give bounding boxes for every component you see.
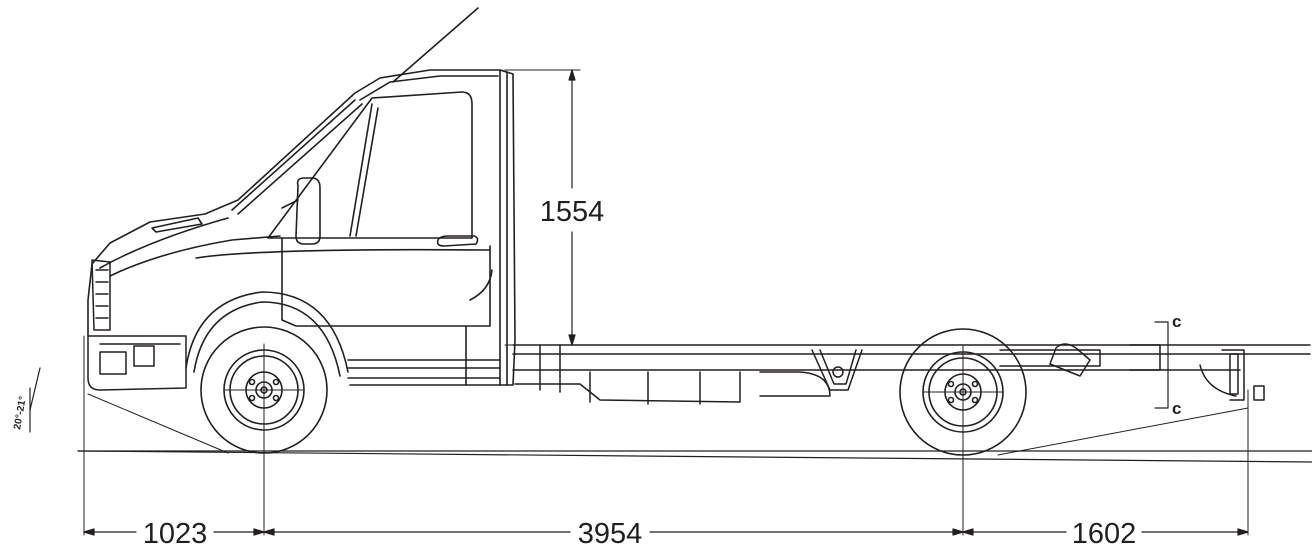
wheelbase-label: 3954 [578,518,643,548]
axle-center-lines [224,343,1003,536]
angle-label: 20°-21° [12,396,29,431]
angle-lines [87,393,1249,456]
section-marker-lower: c [1172,399,1181,418]
section-marker-upper: c [1172,312,1181,331]
front-bumper [87,259,187,391]
section-marker-lines [1154,321,1169,409]
cab-body [87,69,516,386]
antenna [392,7,479,83]
cab-height-label: 1554 [540,196,605,228]
height-dimension-line [568,69,576,346]
chassis-frame [512,343,1311,405]
extension-lines [83,69,1249,536]
rear-overhang-label: 1602 [1072,518,1137,548]
front-overhang-label: 1023 [143,518,208,548]
ground-lines [77,450,1312,463]
length-dimension-line [83,528,1249,536]
angle-indicator [29,367,41,433]
